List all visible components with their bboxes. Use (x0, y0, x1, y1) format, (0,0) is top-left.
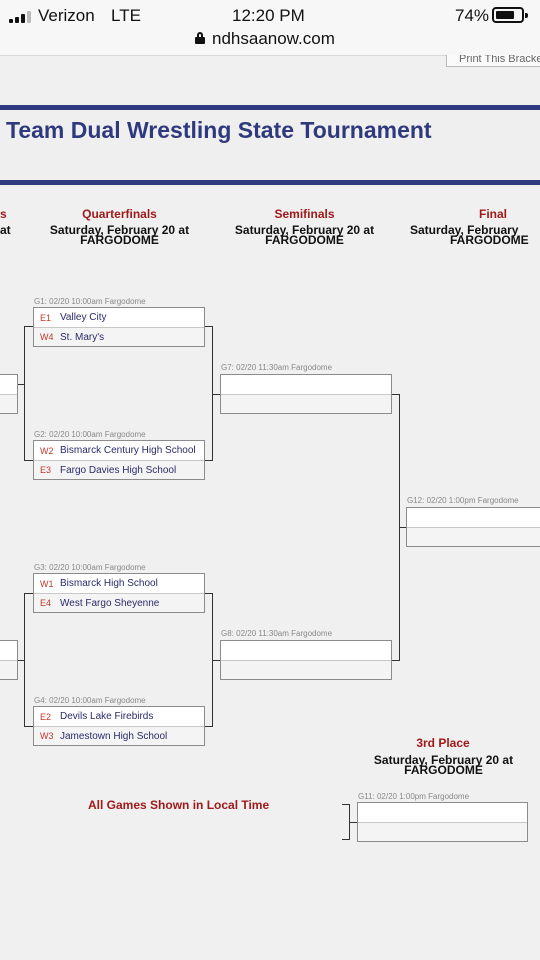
title-divider-top (0, 105, 540, 110)
team-slot[interactable]: W1 Bismarck High School (34, 574, 204, 593)
round-third-place-date: Saturday, February 20 at (373, 753, 514, 767)
network-label: LTE (111, 6, 141, 25)
team-name[interactable]: St. Mary's (60, 331, 105, 343)
game-label-g3: G3: 02/20 10:00am Fargodome (34, 563, 146, 572)
battery-fill (496, 11, 514, 19)
round-prev-date: at (0, 223, 11, 237)
print-bracket-button[interactable]: Print This Bracket (446, 55, 540, 67)
team-seed: W2 (40, 445, 54, 456)
clock: 12:20 PM (232, 6, 305, 25)
game-label-g4: G4: 02/20 10:00am Fargodome (34, 696, 146, 705)
team-name[interactable]: Fargo Davies High School (60, 464, 177, 476)
team-name[interactable]: Bismarck High School (60, 578, 158, 589)
team-seed: W4 (40, 332, 54, 342)
local-time-note: All Games Shown in Local Time (88, 798, 270, 812)
round-quarterfinals-name: Quarterfinals (82, 207, 157, 221)
game-label-g11: G11: 02/20 1:00pm Fargodome (358, 792, 470, 801)
team-slot[interactable]: E3 Fargo Davies High School (34, 460, 204, 479)
lock-icon (195, 32, 205, 44)
team-name[interactable]: Jamestown High School (60, 730, 168, 742)
match-g7[interactable] (220, 374, 392, 414)
team-slot[interactable]: E2 Devils Lake Firebirds (34, 707, 204, 726)
team-name[interactable]: Bismarck Century High School (60, 445, 196, 456)
round-final-date: Saturday, February (410, 223, 519, 237)
match-g1[interactable]: E1 Valley City W4 St. Mary's (33, 307, 205, 347)
game-label-g8: G8: 02/20 11:30am Fargodome (221, 629, 333, 638)
match-g2[interactable]: W2 Bismarck Century High School E3 Fargo D… (33, 440, 205, 480)
game-label-g1: G1: 02/20 10:00am Fargodome (34, 297, 146, 306)
round-prev-name: s (0, 207, 7, 221)
status-bar: Verizon LTE 12:20 PM 74% ndhsaanow.com (0, 0, 540, 56)
title-divider-bottom (0, 180, 540, 185)
team-seed: E1 (40, 312, 52, 323)
team-name[interactable]: West Fargo Sheyenne (60, 597, 160, 609)
team-seed: W1 (40, 578, 54, 589)
game-label-g7: G7: 02/20 11:30am Fargodome (221, 363, 333, 372)
team-seed: E2 (40, 711, 52, 722)
round-quarterfinals-venue: FARGODOME (80, 233, 159, 247)
round-third-place-venue: FARGODOME (404, 763, 483, 777)
round-quarterfinals-date: Saturday, February 20 at (49, 223, 190, 237)
match-g4[interactable]: E2 Devils Lake Firebirds W3 Jamestown High… (33, 706, 205, 746)
team-slot[interactable]: W2 Bismarck Century High School (34, 441, 204, 460)
team-slot[interactable]: E1 Valley City (34, 308, 204, 327)
team-slot[interactable]: W4 St. Mary's (34, 327, 204, 346)
team-slot[interactable]: E4 West Fargo Sheyenne (34, 593, 204, 612)
team-seed: E3 (40, 465, 52, 475)
match-prev-upper[interactable] (0, 374, 18, 414)
battery-icon (492, 7, 528, 23)
round-third-place-name: 3rd Place (416, 736, 470, 750)
team-name[interactable]: Devils Lake Firebirds (60, 711, 154, 722)
signal-strength-icon (9, 11, 35, 23)
carrier-label: Verizon (38, 6, 95, 25)
match-g3[interactable]: W1 Bismarck High School E4 West Fargo Shey… (33, 573, 205, 613)
title-band (0, 105, 540, 188)
url-bar[interactable]: ndhsaanow.com (212, 29, 335, 48)
team-slot[interactable]: W3 Jamestown High School (34, 726, 204, 745)
game-label-g2: G2: 02/20 10:00am Fargodome (34, 430, 146, 439)
round-final-venue: FARGODOME (450, 233, 529, 247)
game-label-g12: G12: 02/20 1:00pm Fargodome (407, 496, 519, 505)
match-g8[interactable] (220, 640, 392, 680)
round-semifinals-venue: FARGODOME (265, 233, 344, 247)
round-semifinals-date: Saturday, February 20 at (234, 223, 375, 237)
round-semifinals-name: Semifinals (274, 207, 335, 221)
match-prev-lower[interactable] (0, 640, 18, 680)
page-title: Team Dual Wrestling State Tournament (6, 117, 432, 143)
team-seed: W3 (40, 731, 54, 741)
match-g11[interactable] (357, 802, 528, 842)
match-g12[interactable] (406, 507, 540, 547)
battery-percent: 74% (455, 6, 490, 25)
team-seed: E4 (40, 598, 52, 608)
team-name[interactable]: Valley City (60, 312, 107, 323)
round-final-name: Final (478, 207, 507, 221)
